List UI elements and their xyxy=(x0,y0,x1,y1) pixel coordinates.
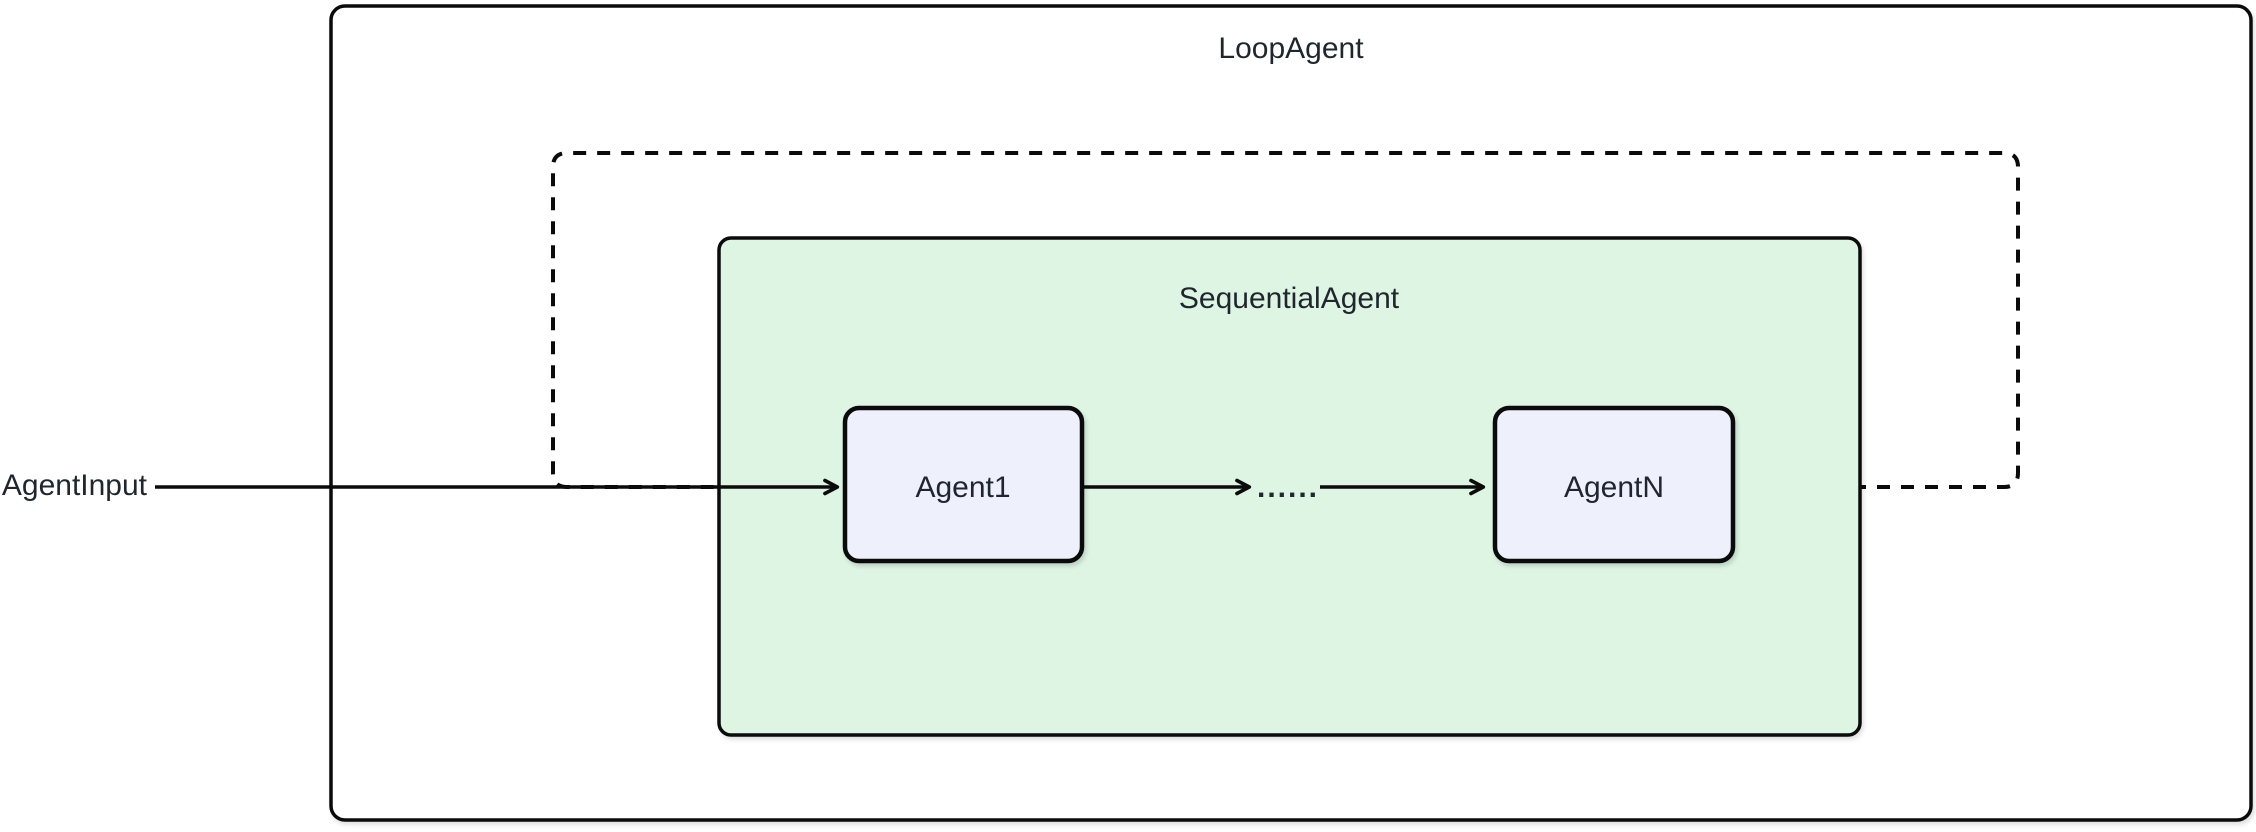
node-agent1 xyxy=(842,405,1085,564)
loop-agent-label: LoopAgent xyxy=(1218,32,1364,65)
ellipsis-label: ...... xyxy=(1257,471,1319,504)
sequential-agent-label: SequentialAgent xyxy=(1179,282,1400,315)
node-agent1-label: Agent1 xyxy=(915,471,1010,504)
node-agentN-label: AgentN xyxy=(1564,471,1664,504)
node-agentN xyxy=(1492,405,1736,564)
agent-input-label: AgentInput xyxy=(2,469,148,502)
